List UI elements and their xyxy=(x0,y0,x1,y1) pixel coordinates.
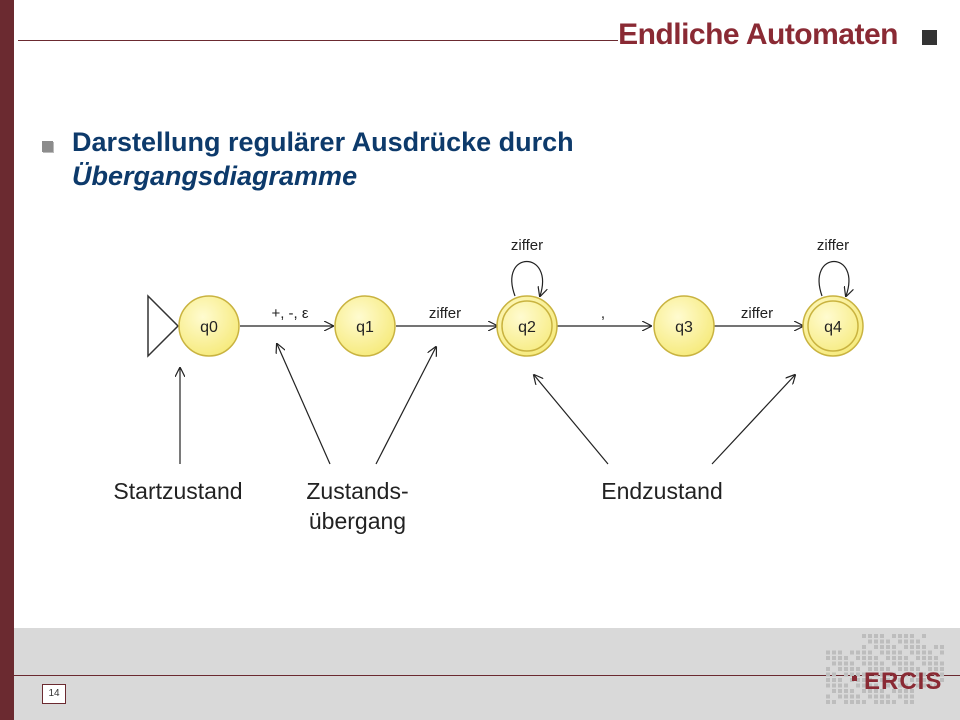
heading-line-1: Darstellung regulärer Ausdrücke durch xyxy=(72,127,574,157)
heading-line-2: Übergangsdiagramme xyxy=(72,161,358,191)
title-square-icon xyxy=(922,30,937,45)
pointer-arrow-transition-left xyxy=(277,344,331,465)
pointer-arrow-final-q2 xyxy=(534,375,609,465)
transition-label-q3-q4: ziffer xyxy=(741,305,773,322)
state-q4 xyxy=(802,295,864,357)
state-label-q3: q3 xyxy=(675,319,693,336)
state-q0 xyxy=(178,295,240,357)
state-q1 xyxy=(334,295,396,357)
label-endzustand: Endzustand xyxy=(601,478,723,504)
loop-label-q2: ziffer xyxy=(511,237,543,254)
transition-label-q2-q3: , xyxy=(601,305,605,322)
transition-label-q1-q2: ziffer xyxy=(429,305,461,322)
label-zustandsuebergang: Zustands- übergang xyxy=(280,476,435,536)
self-loop-q2 xyxy=(511,261,543,297)
state-label-q4: q4 xyxy=(824,319,842,336)
bullet-icon xyxy=(42,141,53,152)
state-q3 xyxy=(653,295,715,357)
ercis-logo: ERCIS xyxy=(864,668,943,695)
label-zustandsuebergang-line1: Zustands- xyxy=(306,478,409,504)
left-accent-bar xyxy=(0,0,14,720)
transition-label-q0-q1: +, -, ε xyxy=(271,305,308,322)
loop-label-q4: ziffer xyxy=(817,237,849,254)
page-number: 14 xyxy=(42,684,66,704)
pointer-arrow-final-q4 xyxy=(711,375,795,465)
label-zustandsuebergang-line2: übergang xyxy=(308,508,407,534)
state-label-q2: q2 xyxy=(518,319,536,336)
footer-rule xyxy=(14,675,960,676)
footer-band xyxy=(14,628,960,720)
logo-dot-icon xyxy=(852,676,857,681)
state-q2 xyxy=(496,295,558,357)
pointer-arrow-transition-right xyxy=(375,347,436,465)
europe-map-logo-icon xyxy=(826,634,944,704)
state-label-q0: q0 xyxy=(200,319,218,336)
slide-title: Endliche Automaten xyxy=(618,18,898,51)
slide-heading: Darstellung regulärer Ausdrücke durch Üb… xyxy=(72,125,574,193)
start-marker-icon xyxy=(147,294,180,358)
self-loop-q4 xyxy=(818,261,849,297)
state-label-q1: q1 xyxy=(356,319,374,336)
label-startzustand: Startzustand xyxy=(113,478,243,504)
title-rule xyxy=(18,40,618,41)
